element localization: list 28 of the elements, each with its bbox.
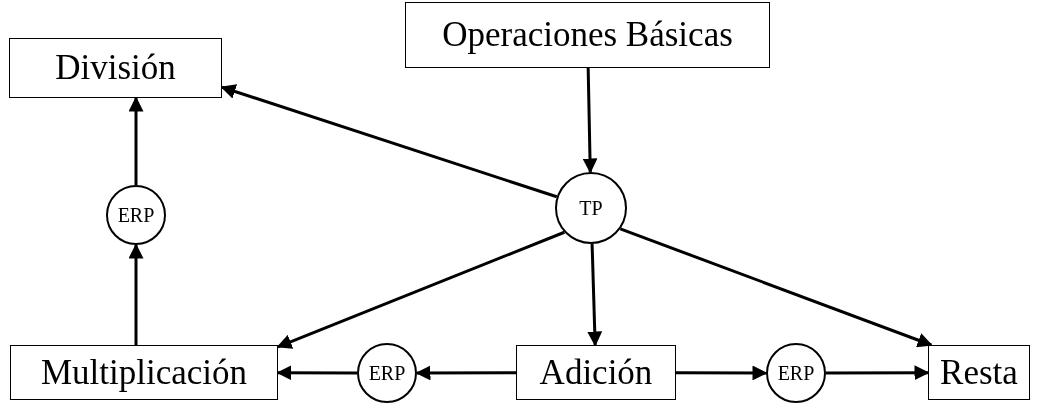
arrow [676, 365, 768, 381]
node-label: Resta [940, 352, 1018, 393]
circle-node [106, 185, 166, 245]
process-box [928, 345, 1030, 400]
process-box [10, 345, 278, 400]
circle-node [357, 343, 417, 403]
arrow [276, 230, 565, 349]
node-label: Operaciones Básicas [442, 15, 733, 55]
arrow [587, 243, 603, 347]
node-label: División [55, 48, 176, 88]
node-label: Adición [539, 352, 653, 393]
node-label: Multiplicación [40, 352, 248, 393]
node-label: ERP [117, 203, 155, 227]
arrow [128, 243, 144, 345]
arrow [220, 84, 558, 199]
arrow [826, 365, 930, 381]
process-box [405, 2, 770, 68]
circle-node [766, 343, 826, 403]
arrow [128, 96, 144, 185]
node-label: TP [579, 196, 603, 220]
node-label: ERP [777, 361, 815, 385]
arrow [415, 365, 516, 381]
node-label: ERP [368, 361, 406, 385]
arrow [276, 365, 357, 381]
process-box [516, 345, 676, 400]
arrow [619, 227, 933, 348]
process-box [9, 38, 222, 98]
arrow [582, 67, 598, 174]
